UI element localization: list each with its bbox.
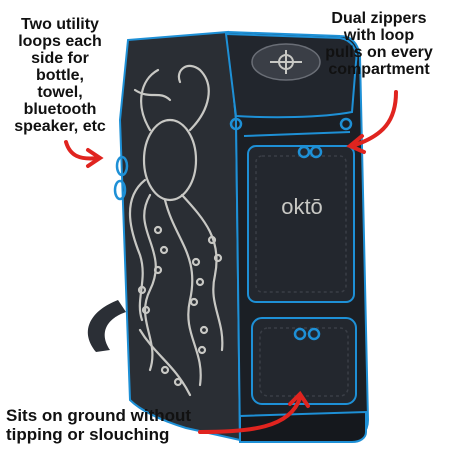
callout-dual-zippers: Dual zippers with loop pulls on every co… bbox=[304, 10, 454, 78]
utility-loop-icons bbox=[113, 155, 129, 201]
callout-line: compartment bbox=[328, 61, 430, 78]
callout-line: towel, bbox=[37, 84, 83, 101]
bottom-pocket bbox=[251, 317, 357, 405]
lid-logo-icon bbox=[251, 43, 321, 81]
octopus-graphic bbox=[129, 64, 224, 397]
callout-line: side for bbox=[31, 50, 89, 67]
upper-zipper-line bbox=[243, 131, 351, 137]
callout-line: speaker, etc bbox=[14, 118, 106, 135]
arrow-loops bbox=[64, 140, 100, 161]
front-pocket-panel bbox=[247, 145, 355, 303]
callout-line: bottle, bbox=[36, 67, 84, 84]
brand-logo: oktō bbox=[281, 194, 323, 219]
arrow-zippers-head bbox=[346, 134, 366, 154]
bottom-pocket-stitching bbox=[259, 327, 349, 397]
callout-line: tipping or slouching bbox=[6, 425, 170, 444]
zipper-pull-icons bbox=[229, 117, 353, 341]
callout-line: Sits on ground without bbox=[6, 406, 192, 425]
arrow-ground bbox=[198, 396, 302, 434]
arrow-zippers bbox=[350, 90, 398, 148]
callout-arrows bbox=[64, 90, 398, 434]
callout-utility-loops: Two utility loops each side for bottle, … bbox=[4, 16, 116, 135]
callout-line: loops each bbox=[18, 33, 102, 50]
bag-base bbox=[239, 410, 367, 443]
arrow-ground-head bbox=[288, 390, 310, 408]
callout-line: Dual zippers bbox=[331, 10, 427, 27]
shoulder-strap bbox=[87, 300, 126, 352]
callout-sits-on-ground: Sits on ground without tipping or slouch… bbox=[6, 406, 306, 444]
arrow-loops-head bbox=[86, 148, 104, 168]
callout-line: with loop bbox=[343, 27, 415, 44]
callout-line: Two utility bbox=[21, 16, 99, 33]
callout-line: pulls on every bbox=[325, 44, 433, 61]
callout-line: bluetooth bbox=[23, 101, 97, 118]
